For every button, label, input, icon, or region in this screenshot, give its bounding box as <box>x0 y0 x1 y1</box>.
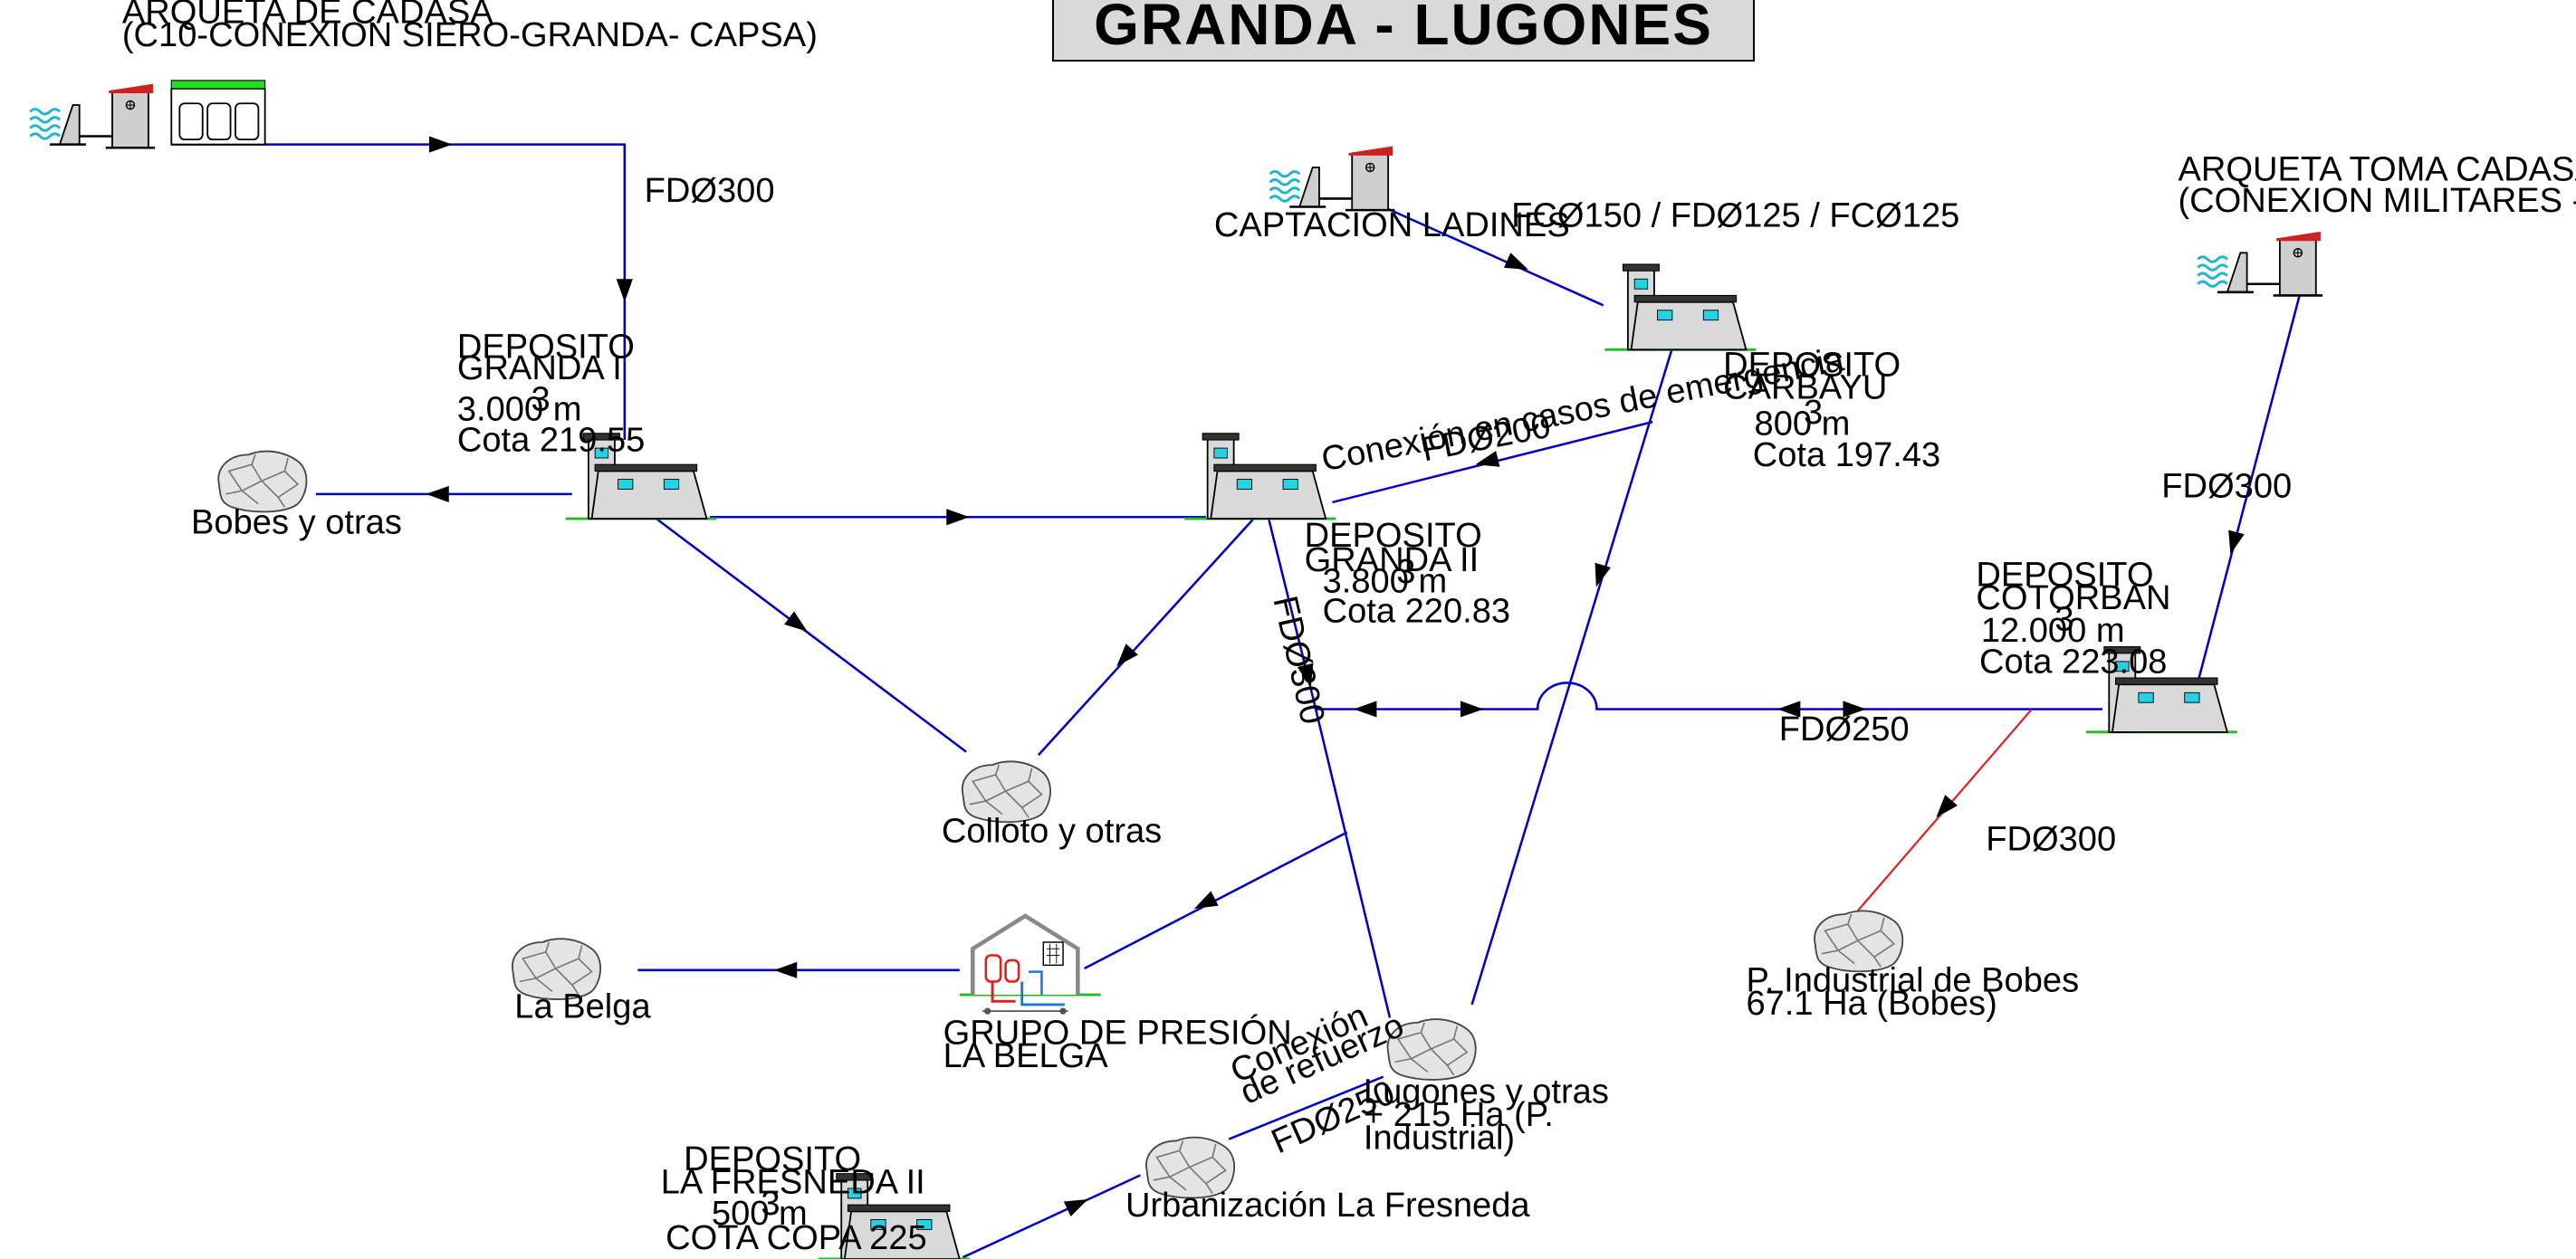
pipe-fresneda-urbanizacion <box>962 1174 1141 1259</box>
label-carbayu-sup: 3 <box>1804 394 1823 432</box>
label-carbayu-vol: 800 m <box>1755 405 1851 444</box>
pipe-fd250-cotorban <box>1316 682 2103 711</box>
tank-granda2 <box>1183 432 1337 520</box>
label-bobes: Bobes y otras <box>191 503 402 541</box>
label-arqueta-cadasa-2: (C10-CONEXION SIERO-GRANDA- CAPSA) <box>122 16 818 54</box>
pipe-granda1-colloto <box>653 516 967 753</box>
label-pindustrial-2: 67.1 Ha (Bobes) <box>1746 985 1997 1023</box>
pipes <box>171 143 2301 1259</box>
label-urbanizacion: Urbanización La Fresneda <box>1125 1187 1530 1225</box>
label-fresneda-cota: COTA COPA 225 <box>666 1219 927 1257</box>
label-arqueta-c9-1: ARQUETA TOMA CADASA C9 <box>2178 150 2576 188</box>
label-granda2-cota: Cota 220.83 <box>1323 592 1510 630</box>
label-carbayu-b: CARBAYU <box>1723 369 1887 407</box>
pipe-granda2-colloto <box>1037 516 1257 757</box>
label-cotorban-sup: 3 <box>2054 600 2073 638</box>
label-fc150: FCØ150 / FDØ125 / FCØ125 <box>1511 196 1959 234</box>
label-colloto: Colloto y otras <box>942 812 1162 850</box>
label-captacion-ladines: CAPTACION LADINES <box>1214 206 1570 244</box>
arqueta-c9-intake <box>2196 232 2324 297</box>
grupo-presion-building <box>959 913 1101 1015</box>
label-granda1-vol: 3.000 m <box>457 390 582 428</box>
label-cotorban-b: COTORBAN <box>1976 579 2170 617</box>
label-carbayu-a: DEPOSITO <box>1723 346 1901 384</box>
label-lugones-3: Industrial) <box>1364 1119 1515 1157</box>
pipe-ladines-carbayu <box>1383 205 1604 307</box>
pipe-urbanizacion-lugones <box>1228 1075 1384 1140</box>
pipe-cadasa-granda1 <box>171 143 627 441</box>
pipe-granda2-lugones <box>1267 516 1392 1018</box>
arqueta-cadasa-intake <box>28 80 266 149</box>
label-granda1-a: DEPOSITO <box>457 328 635 366</box>
label-fresneda-sup: 3 <box>761 1185 780 1223</box>
label-granda2-vol: 3.800 m <box>1323 563 1448 601</box>
pipe-c9-cotorban <box>2196 295 2301 683</box>
label-carbayu-cota: Cota 197.43 <box>1753 436 1940 474</box>
label-cotorban-vol: 12.000 m <box>1981 612 2125 650</box>
pipe-carbayu-lugones <box>1470 348 1674 1006</box>
captacion-ladines-intake <box>1269 146 1396 212</box>
label-fresneda-vol: 500 m <box>712 1195 808 1233</box>
label-arqueta-c9-2: (CONEXION MILITARES - LA BARGANIZA) <box>2178 182 2576 220</box>
label-granda1-cota: Cota 219.55 <box>457 422 645 460</box>
page-title: GRANDA - LUGONES <box>1094 0 1713 57</box>
label-granda2-b: GRANDA II <box>1305 541 1480 579</box>
label-labelga: La Belga <box>514 987 651 1025</box>
label-lugones-1: Lugones y otras <box>1364 1073 1609 1111</box>
label-fd300-right: FDØ300 <box>2161 468 2292 506</box>
label-granda2-a: DEPOSITO <box>1305 517 1482 555</box>
label-grupo-2: LA BELGA <box>943 1037 1109 1075</box>
label-fd250-mid: FDØ250 <box>1779 711 1910 749</box>
labels: ARQUETA DE CADASA (C10-CONEXION SIERO-GR… <box>122 0 2576 1257</box>
label-fd300-top: FDØ300 <box>645 172 775 210</box>
label-lugones-2: + 215 Ha (P. <box>1364 1096 1554 1134</box>
label-pindustrial-1: P. Industrial de Bobes <box>1746 961 2079 999</box>
label-fresneda-b: LA FRESNEDA II <box>661 1163 925 1201</box>
title-box: GRANDA - LUGONES <box>1052 0 1755 62</box>
label-fd300-red: FDØ300 <box>1986 820 2116 858</box>
label-granda2-sup: 3 <box>1396 553 1415 591</box>
label-granda1-b: GRANDA I <box>457 349 622 387</box>
label-arqueta-cadasa-1: ARQUETA DE CADASA <box>122 0 493 31</box>
tank-carbayu <box>1604 262 1757 351</box>
pipe-grupo-branch <box>1084 831 1348 970</box>
label-cotorban-a: DEPOSITO <box>1976 556 2153 594</box>
label-granda1-sup: 3 <box>531 380 550 418</box>
label-fresneda-a: DEPOSITO <box>684 1140 861 1178</box>
label-cotorban-cota: Cota 223.08 <box>1979 644 2167 682</box>
label-grupo-1: GRUPO DE PRESIÓN <box>943 1013 1292 1052</box>
